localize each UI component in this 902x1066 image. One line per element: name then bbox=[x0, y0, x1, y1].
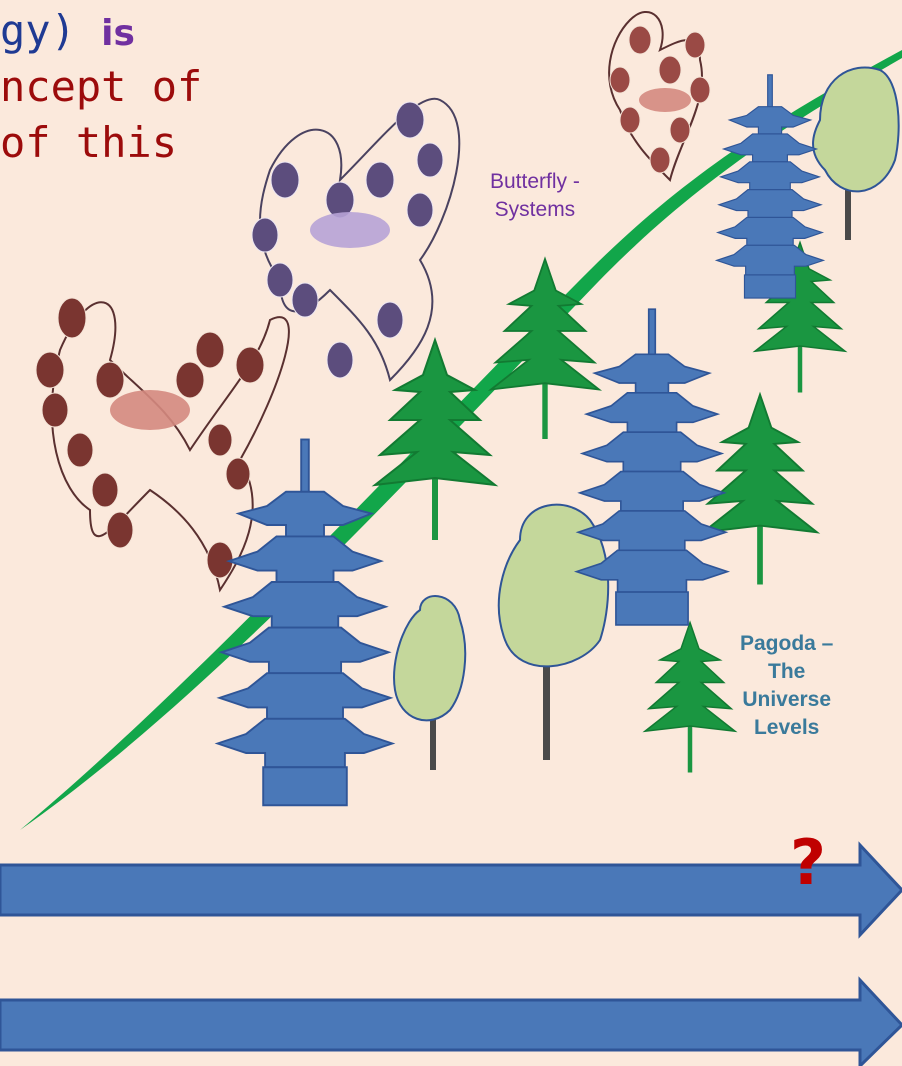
question-mark: ? bbox=[790, 826, 826, 899]
deciduous-tree bbox=[497, 503, 610, 760]
pagoda bbox=[575, 308, 729, 626]
heading-line-1-text: gy) bbox=[0, 6, 76, 55]
heading-line-3: of this bbox=[0, 118, 178, 167]
arrow-upper bbox=[0, 841, 902, 939]
heading-line-1-suffix: is bbox=[101, 13, 135, 54]
pine-tree bbox=[374, 339, 496, 541]
pine-tree bbox=[644, 621, 736, 774]
arrow-lower bbox=[0, 976, 902, 1066]
butterfly-label-line-1: Butterfly - bbox=[490, 170, 580, 193]
butterfly-diagram-small bbox=[608, 10, 711, 182]
deciduous-tree bbox=[393, 595, 467, 770]
butterfly-systems-label: Butterfly - Systems bbox=[490, 168, 580, 224]
heading-line-1: gy) is bbox=[0, 6, 135, 55]
heading-line-2: ncept of bbox=[0, 62, 203, 111]
butterfly-diagram-center bbox=[251, 97, 461, 382]
butterfly-diagram-left bbox=[35, 297, 290, 593]
pagoda-label-line-2: The bbox=[768, 660, 806, 683]
pagoda-label-line-3: Universe bbox=[742, 688, 832, 711]
pagoda-label-line-4: Levels bbox=[753, 716, 820, 739]
pagoda-label-line-1: Pagoda – bbox=[740, 632, 834, 655]
pagoda-universe-levels-label: Pagoda – The Universe Levels bbox=[740, 630, 833, 742]
butterfly-label-line-2: Systems bbox=[494, 198, 576, 221]
pagoda bbox=[216, 438, 394, 807]
deciduous-tree bbox=[812, 66, 900, 240]
pine-tree bbox=[702, 393, 818, 586]
growth-curve bbox=[20, 50, 902, 830]
